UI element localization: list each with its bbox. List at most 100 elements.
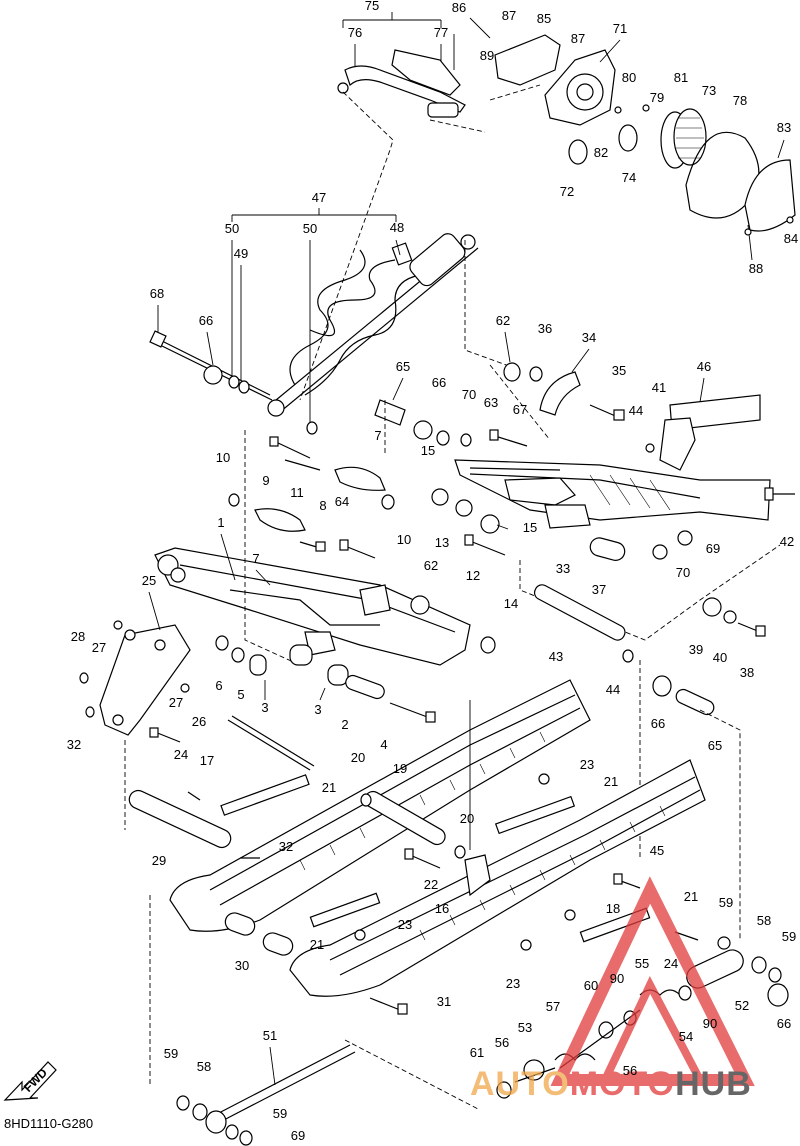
part-callout-c7b: 7 [252, 551, 259, 566]
part-callout-c86: 86 [452, 0, 466, 15]
part-callout-c19: 19 [393, 761, 407, 776]
part-callout-c50b: 50 [303, 221, 317, 236]
part-callout-c59a: 59 [719, 895, 733, 910]
upper-pivot-hardware [374, 240, 625, 447]
part-callout-c70a: 70 [462, 387, 476, 402]
part-callout-c58a: 58 [757, 913, 771, 928]
part-callout-c68: 68 [150, 286, 164, 301]
part-callout-c10a: 10 [216, 450, 230, 465]
gasket-and-cover [685, 131, 796, 261]
part-callout-c6: 6 [215, 678, 222, 693]
part-callout-c85: 85 [537, 11, 551, 26]
part-callout-c39: 39 [689, 642, 703, 657]
rear-pivot-arm [154, 400, 471, 666]
part-callout-c81: 81 [674, 70, 688, 85]
part-callout-c42: 42 [780, 534, 794, 549]
part-callout-c21a: 21 [322, 780, 336, 795]
front-pivot-arm [431, 377, 795, 641]
part-callout-c66b: 66 [432, 375, 446, 390]
part-callout-c77: 77 [434, 25, 448, 40]
part-callout-c57: 57 [546, 999, 560, 1014]
part-callout-c47: 47 [312, 190, 326, 205]
part-callout-c21b: 21 [604, 774, 618, 789]
part-callout-c36: 36 [538, 321, 552, 336]
part-callout-c48: 48 [390, 220, 404, 235]
part-callout-c87a: 87 [502, 8, 516, 23]
part-callout-c66d: 66 [777, 1016, 791, 1031]
part-callout-c89: 89 [480, 48, 494, 63]
part-callout-c76: 76 [348, 25, 362, 40]
cross-shafts [128, 700, 491, 897]
part-callout-c13: 13 [435, 535, 449, 550]
part-callout-c22: 22 [424, 877, 438, 892]
part-callout-c4: 4 [380, 737, 387, 752]
part-callout-c70b: 70 [676, 565, 690, 580]
part-callout-c71: 71 [613, 21, 627, 36]
part-callout-c75: 75 [365, 0, 379, 13]
part-callout-c11: 11 [290, 485, 304, 500]
part-callout-c15b: 15 [523, 520, 537, 535]
diagram-code: 8HD1110-G280 [4, 1116, 94, 1131]
part-callout-c29: 29 [152, 853, 166, 868]
watermark-text: AUTOMOTOHUB [470, 1065, 752, 1103]
part-callout-c59d: 59 [273, 1106, 287, 1121]
part-callout-c51: 51 [263, 1028, 277, 1043]
rail-hardware [187, 773, 699, 1015]
part-callout-c52: 52 [735, 998, 749, 1013]
part-callout-c74: 74 [622, 170, 636, 185]
part-callout-c30: 30 [235, 958, 249, 973]
part-callout-c21d: 21 [310, 937, 324, 952]
part-callout-c20b: 20 [460, 811, 474, 826]
part-callout-c64: 64 [335, 494, 349, 509]
side-plate [79, 591, 191, 830]
part-callout-c90a: 90 [610, 971, 624, 986]
part-callout-c35: 35 [612, 363, 626, 378]
part-callout-c41: 41 [652, 380, 666, 395]
part-callout-c87b: 87 [571, 31, 585, 46]
part-callout-c69b: 69 [291, 1128, 305, 1143]
part-callout-c28: 28 [71, 629, 85, 644]
part-callout-c18: 18 [606, 901, 620, 916]
part-callout-c25: 25 [142, 573, 156, 588]
part-callout-c17: 17 [200, 753, 214, 768]
part-callout-c23c: 23 [506, 976, 520, 991]
shock-mount-hardware [149, 305, 318, 435]
part-callout-c7a: 7 [374, 428, 381, 443]
part-callout-c23b: 23 [398, 917, 412, 932]
part-callout-c15a: 15 [421, 443, 435, 458]
part-callout-c43: 43 [549, 649, 563, 664]
slide-rail-right [289, 759, 706, 997]
part-callout-c32b: 32 [279, 839, 293, 854]
part-callout-c62a: 62 [496, 313, 510, 328]
part-callout-c44a: 44 [629, 403, 643, 418]
part-callout-c10b: 10 [397, 532, 411, 547]
part-callout-c58b: 58 [197, 1059, 211, 1074]
part-callout-c88: 88 [749, 261, 763, 276]
watermark-part-hub: HUB [675, 1065, 752, 1103]
part-callout-c73: 73 [702, 83, 716, 98]
part-callout-c37: 37 [592, 582, 606, 597]
rear-axle-shaft [149, 895, 481, 1146]
rear-arm-hardware [228, 436, 506, 654]
part-callout-c20a: 20 [351, 750, 365, 765]
part-callout-c24a: 24 [174, 747, 188, 762]
part-callout-c5: 5 [237, 687, 244, 702]
part-callout-c3b: 3 [314, 702, 321, 717]
part-callout-c33: 33 [556, 561, 570, 576]
part-callout-c21c: 21 [684, 889, 698, 904]
part-callout-c83: 83 [777, 120, 791, 135]
part-callout-c54: 54 [679, 1029, 693, 1044]
watermark-part-moto: MOTO [570, 1065, 675, 1103]
part-callout-c31: 31 [437, 994, 451, 1009]
part-callout-c1: 1 [217, 515, 224, 530]
part-callout-c24b: 24 [664, 956, 678, 971]
part-callout-c56a: 56 [495, 1035, 509, 1050]
part-callout-c78: 78 [733, 93, 747, 108]
part-callout-c49: 49 [234, 246, 248, 261]
part-callout-c59c: 59 [164, 1046, 178, 1061]
part-callout-c61: 61 [470, 1045, 484, 1060]
part-callout-c12: 12 [466, 568, 480, 583]
part-callout-c32a: 32 [67, 737, 81, 752]
